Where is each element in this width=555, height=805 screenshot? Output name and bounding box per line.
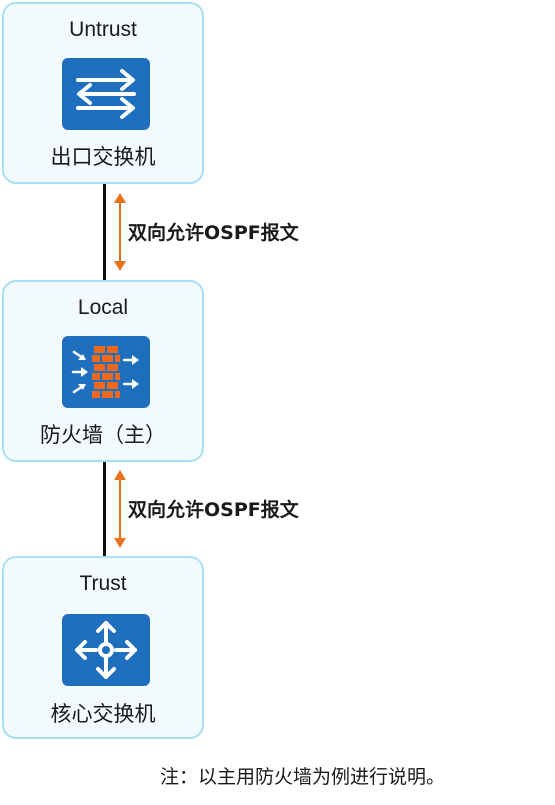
zone-title: Trust — [79, 572, 127, 595]
device-label: 防火墙（主） — [40, 423, 166, 447]
zone-trust: Trust 核心交换机 — [2, 556, 204, 739]
switch-icon — [62, 58, 150, 130]
bidirectional-arrow-icon — [114, 470, 126, 548]
link-label: 双向允许OSPF报文 — [128, 222, 299, 244]
core-switch-icon — [62, 614, 150, 686]
zone-local: Local 防火墙（主） — [2, 280, 204, 462]
bidirectional-arrow-icon — [114, 193, 126, 271]
footnote: 注：以主用防火墙为例进行说明。 — [160, 766, 446, 788]
zone-title: Untrust — [69, 18, 137, 41]
link-label: 双向允许OSPF报文 — [128, 499, 299, 521]
zone-title: Local — [77, 296, 129, 319]
zone-untrust: Untrust 出口交换机 — [2, 2, 204, 184]
link-line — [103, 184, 106, 280]
device-label: 核心交换机 — [50, 702, 156, 726]
firewall-icon — [62, 336, 150, 408]
device-label: 出口交换机 — [50, 145, 156, 169]
link-line — [103, 462, 106, 556]
